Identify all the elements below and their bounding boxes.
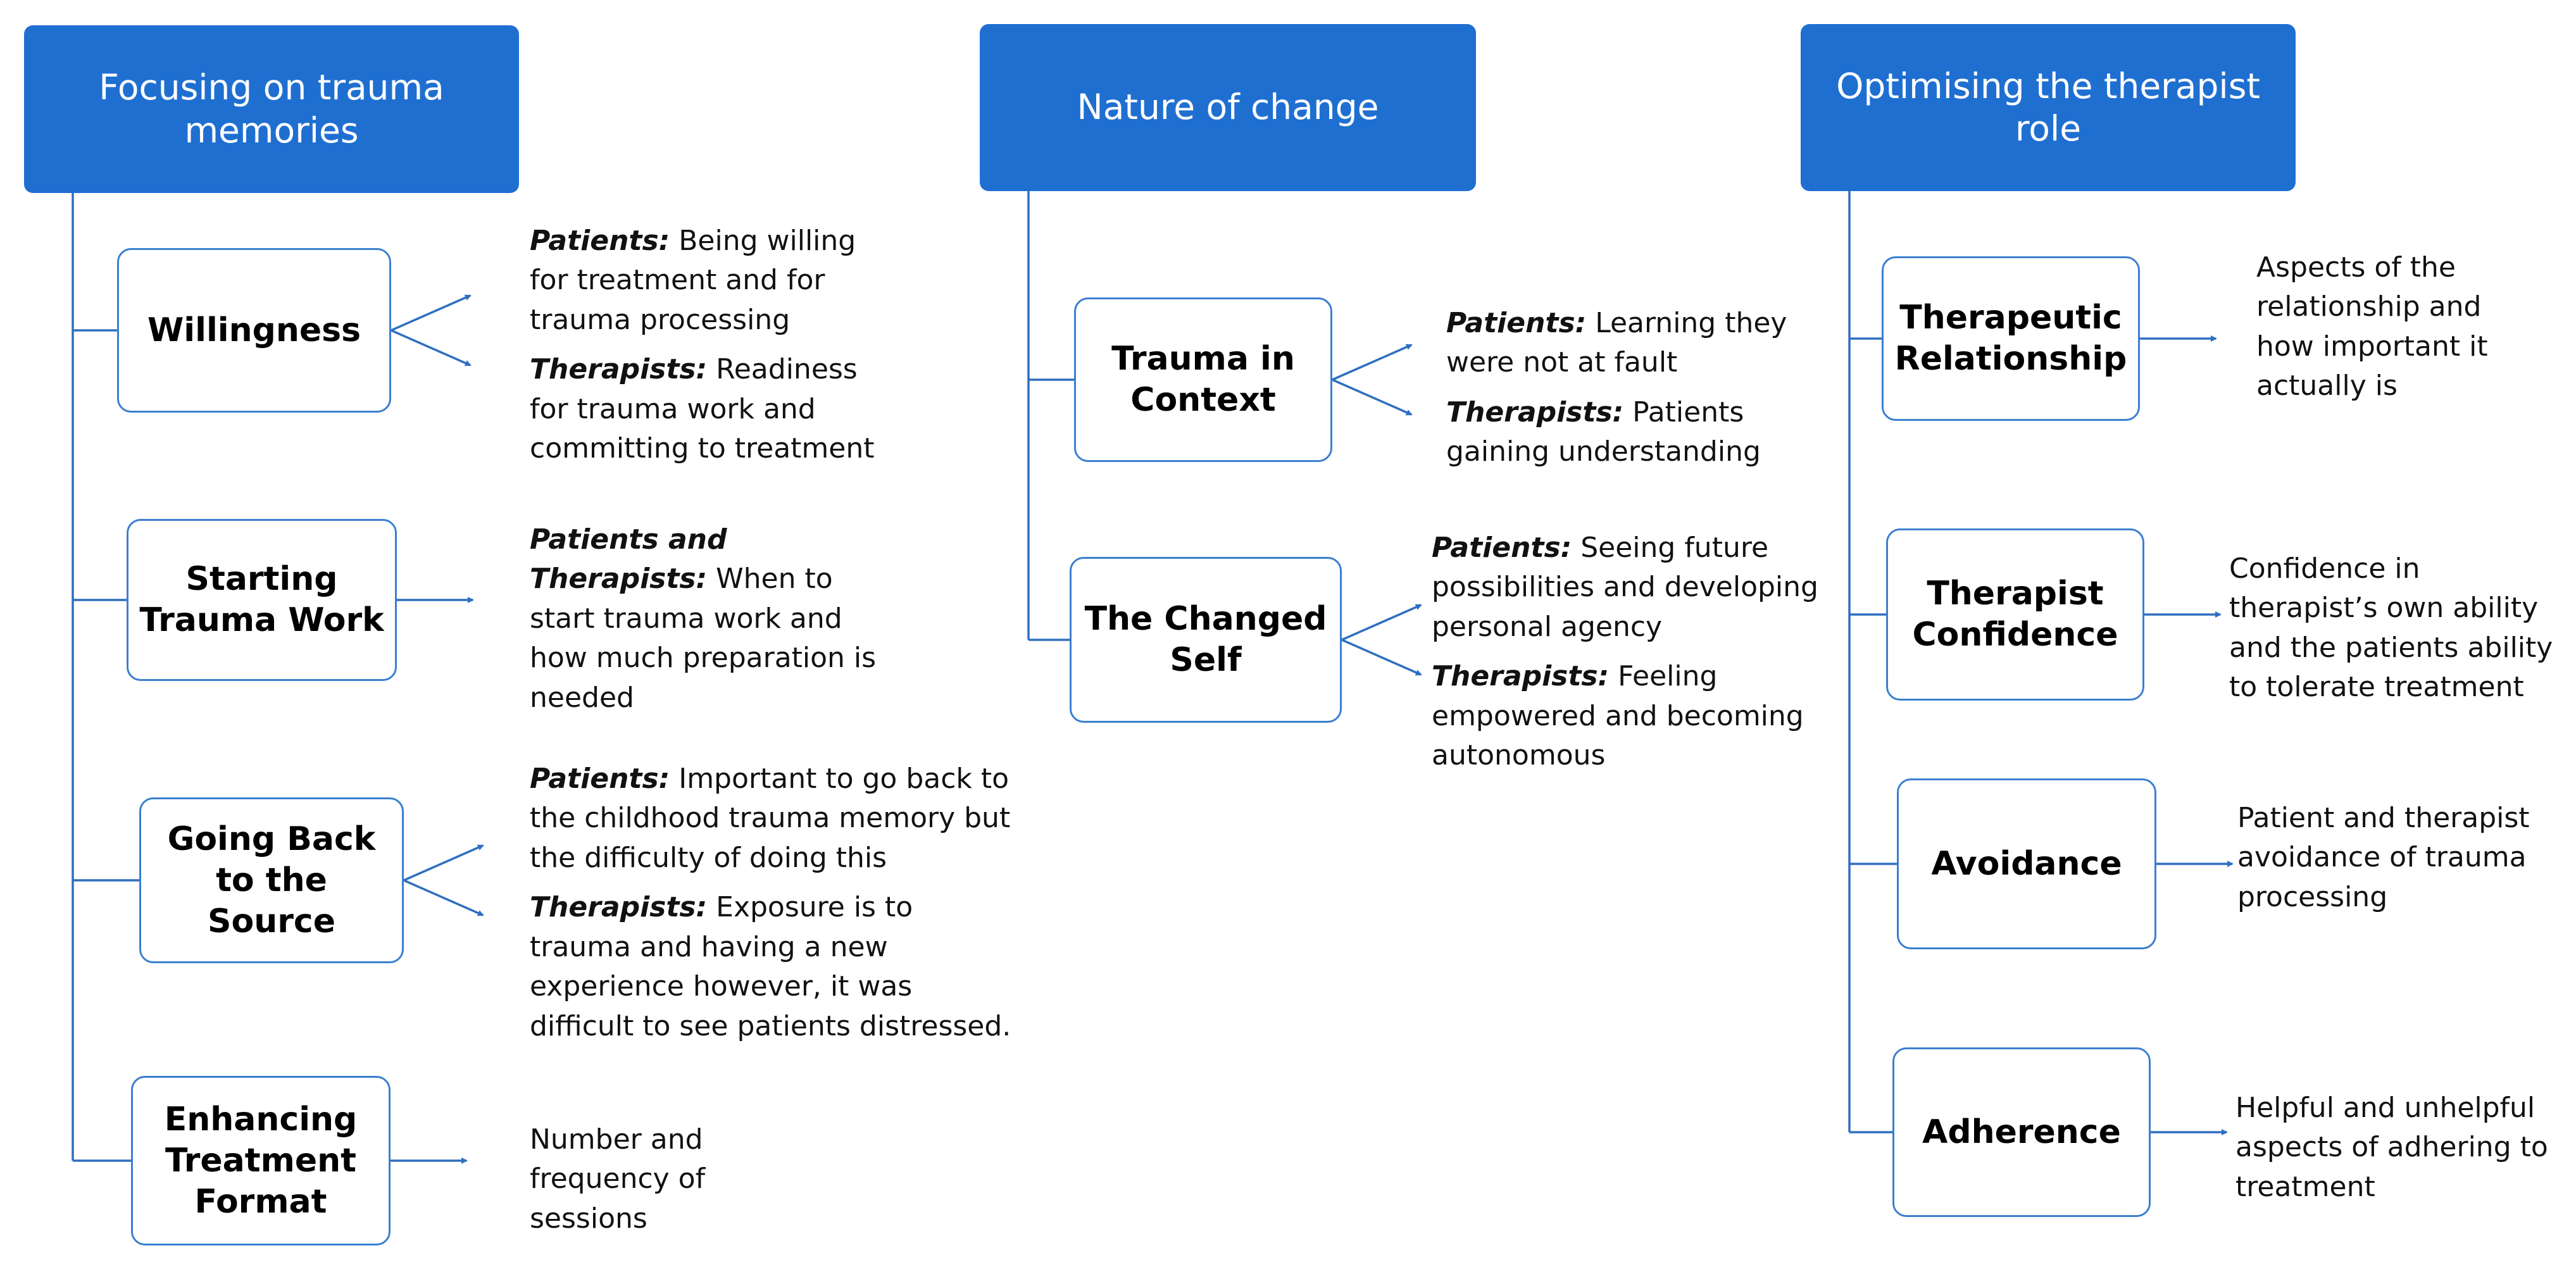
theme-description: Patients: Important to go back to the ch…	[530, 759, 1017, 1046]
description-line: Therapists: Exposure is to trauma and ha…	[530, 888, 1017, 1046]
theme-adherence: Adherence	[1892, 1047, 2151, 1217]
description-text: When to start trauma work and how much p…	[530, 563, 877, 714]
speaker-label: Therapists:	[1446, 396, 1624, 428]
arrow-line	[1341, 639, 1422, 676]
theme-starting-trauma-work: Starting Trauma Work	[127, 519, 397, 681]
description-text: Seeing future possibilities and developi…	[1432, 532, 1818, 643]
theme-description: Confidence in therapist’s own ability an…	[2229, 549, 2558, 708]
description-line: Patients and Therapists: When to start t…	[530, 520, 891, 718]
theme-therapeutic-relationship: Therapeutic Relationship	[1882, 256, 2140, 421]
description-text: Readiness for trauma work and committing…	[530, 353, 875, 465]
theme-description: Number and frequency of sessions	[530, 1120, 758, 1239]
speaker-label: Therapists:	[530, 353, 708, 386]
description-text: Feeling empowered and becoming autonomou…	[1432, 660, 1804, 772]
description-text: Helpful and unhelpful aspects of adherin…	[2235, 1092, 2548, 1203]
description-text: Being willing for treatment and for trau…	[530, 225, 856, 336]
description-text: Learning they were not at fault	[1446, 307, 1787, 379]
description-line: Patient and therapist avoidance of traum…	[2237, 799, 2567, 917]
description-line: Patients: Being willing for treatment an…	[530, 222, 891, 340]
description-text: Confidence in therapist’s own ability an…	[2229, 552, 2553, 704]
arrow-line	[403, 844, 484, 882]
description-line: Helpful and unhelpful aspects of adherin…	[2235, 1089, 2565, 1207]
speaker-label: Therapists:	[1432, 660, 1610, 693]
arrow-line	[1332, 378, 1413, 416]
speaker-label: Patients:	[530, 225, 670, 257]
description-line: Number and frequency of sessions	[530, 1120, 758, 1239]
theme-description: Patient and therapist avoidance of traum…	[2237, 799, 2567, 917]
theme-description: Patients: Being willing for treatment an…	[530, 222, 891, 469]
theme-description: Patients and Therapists: When to start t…	[530, 520, 891, 718]
speaker-label: Patients:	[530, 763, 670, 795]
column-header-optimising-the-therapist-role: Optimising the therapist role	[1801, 24, 2296, 191]
column-header-nature-of-change: Nature of change	[980, 24, 1476, 191]
theme-therapist-confidence: Therapist Confidence	[1886, 528, 2144, 701]
description-line: Patients: Seeing future possibilities an…	[1432, 528, 1830, 647]
description-line: Therapists: Feeling empowered and becomi…	[1432, 657, 1830, 775]
description-text: Exposure is to trauma and having a new e…	[530, 891, 1011, 1042]
description-text: Number and frequency of sessions	[530, 1123, 706, 1235]
description-line: Therapists: Patients gaining understandi…	[1446, 393, 1820, 472]
arrow-line	[391, 294, 472, 332]
description-line: Patients: Important to go back to the ch…	[530, 759, 1017, 878]
theme-description: Patients: Learning they were not at faul…	[1446, 304, 1820, 472]
arrow-line	[391, 329, 472, 366]
description-text: Patients gaining understanding	[1446, 396, 1761, 468]
theme-going-back-to-the-source: Going Back to the Source	[139, 797, 404, 963]
theme-the-changed-self: The Changed Self	[1070, 557, 1342, 723]
description-line: Aspects of the relationship and how impo…	[2256, 248, 2510, 406]
column-header-focusing-on-trauma-memories: Focusing on trauma memories	[24, 25, 519, 193]
theme-enhancing-treatment-format: Enhancing Treatment Format	[131, 1076, 391, 1245]
description-text: Important to go back to the childhood tr…	[530, 763, 1011, 874]
speaker-label: Patients and Therapists:	[530, 523, 727, 596]
theme-description: Helpful and unhelpful aspects of adherin…	[2235, 1089, 2565, 1207]
description-text: Patient and therapist avoidance of traum…	[2237, 802, 2530, 913]
theme-avoidance: Avoidance	[1897, 778, 2156, 949]
arrow-line	[1332, 344, 1413, 381]
speaker-label: Patients:	[1446, 307, 1587, 339]
speaker-label: Therapists:	[530, 891, 708, 924]
description-line: Confidence in therapist’s own ability an…	[2229, 549, 2558, 708]
theme-description: Patients: Seeing future possibilities an…	[1432, 528, 1830, 776]
arrow-line	[403, 879, 484, 916]
theme-trauma-in-context: Trauma in Context	[1074, 297, 1332, 462]
theme-willingness: Willingness	[117, 248, 391, 413]
arrow-line	[1341, 604, 1422, 641]
description-text: Aspects of the relationship and how impo…	[2256, 251, 2488, 403]
description-line: Therapists: Readiness for trauma work an…	[530, 350, 891, 468]
theme-description: Aspects of the relationship and how impo…	[2256, 248, 2510, 406]
speaker-label: Patients:	[1432, 532, 1572, 564]
description-line: Patients: Learning they were not at faul…	[1446, 304, 1820, 383]
